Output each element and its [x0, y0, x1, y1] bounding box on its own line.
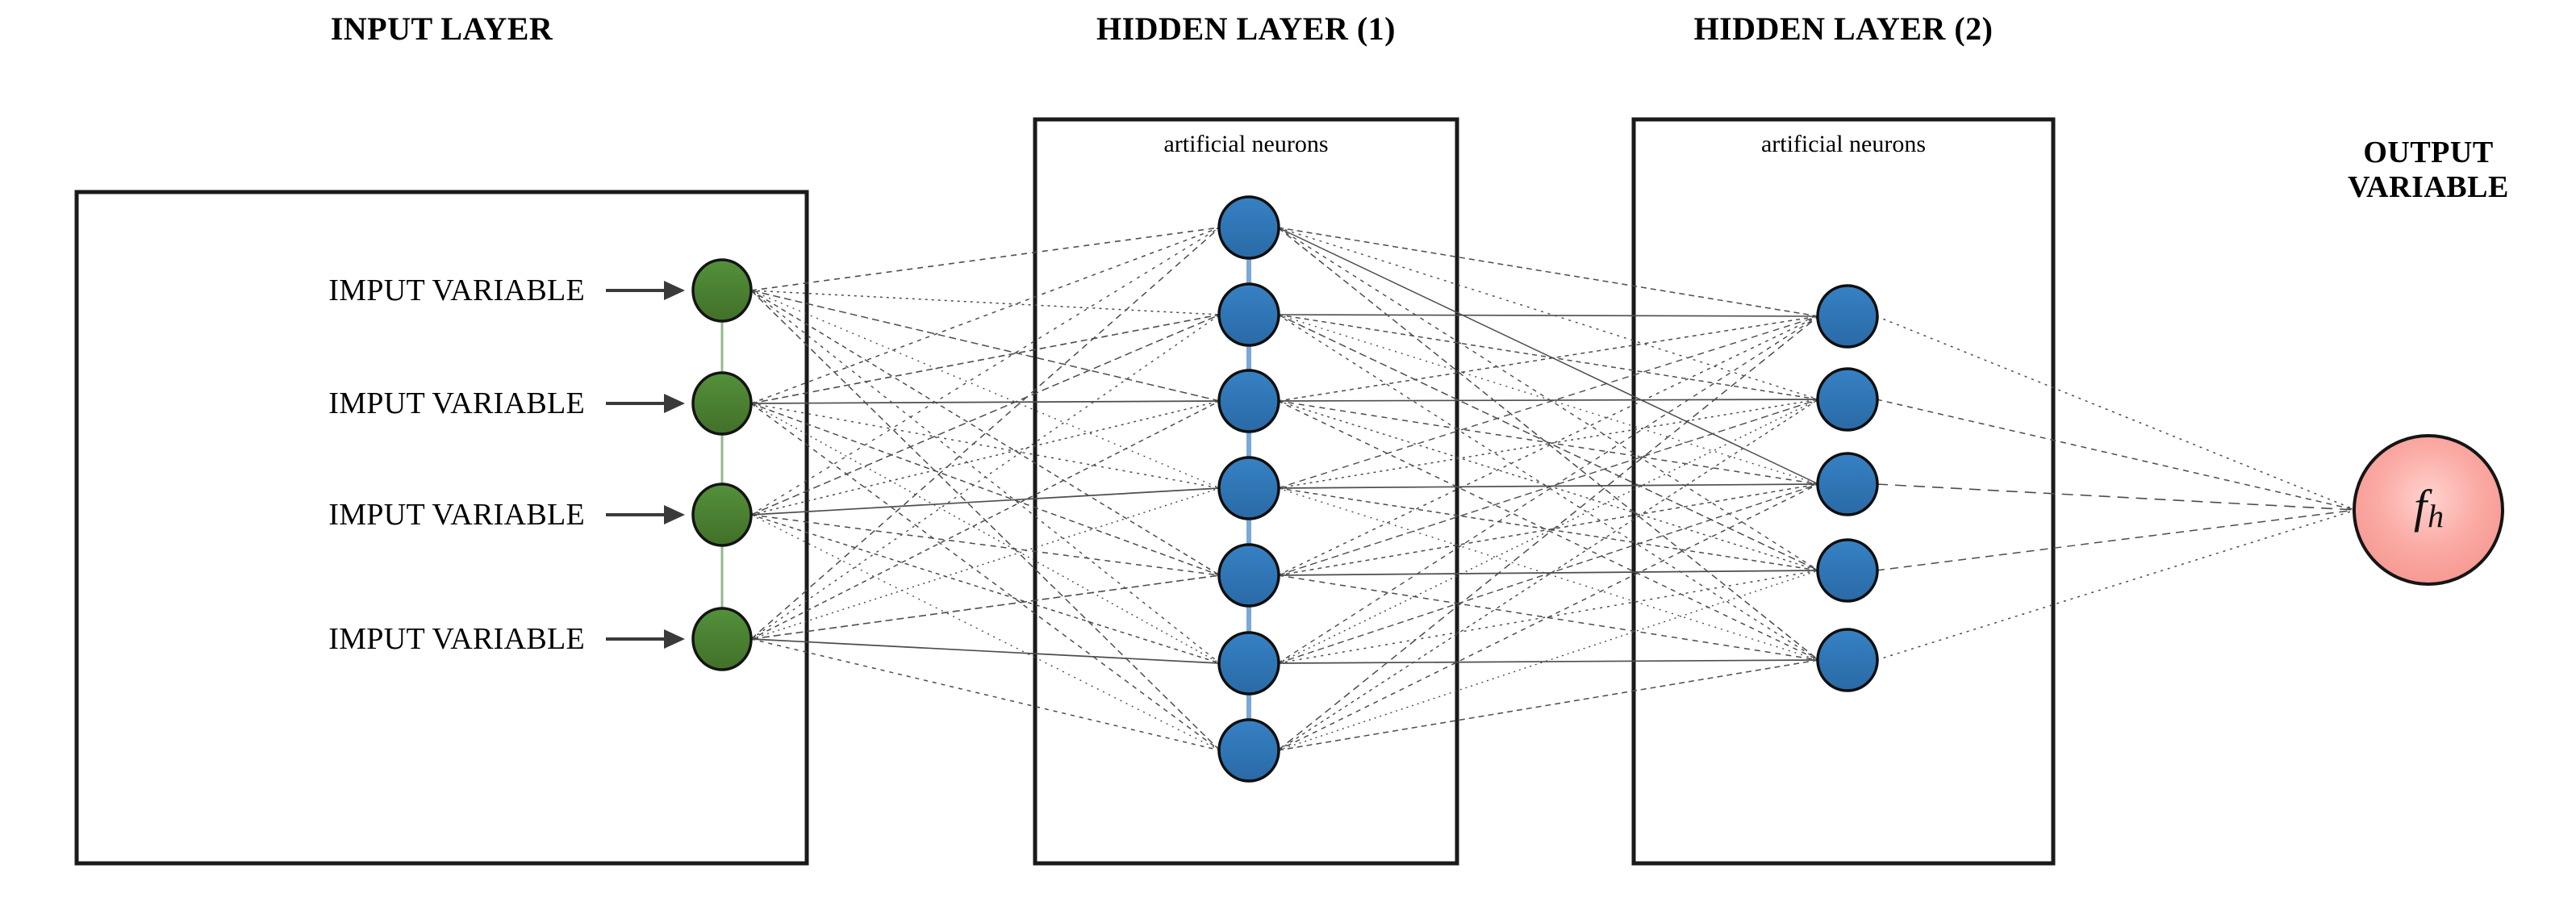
hidden-layer-1-nodes	[1217, 195, 1280, 783]
hidden1-node[interactable]	[1217, 631, 1280, 696]
input-variable-row: IMPUT VARIABLE	[77, 615, 690, 663]
right-arrow-icon	[606, 627, 690, 651]
hidden2-node[interactable]	[1816, 628, 1879, 692]
hidden-layer-2-caption: artificial neurons	[1760, 131, 1927, 157]
hidden2-node[interactable]	[1816, 367, 1879, 432]
input-node[interactable]	[691, 607, 753, 671]
input-node[interactable]	[691, 482, 753, 547]
output-node[interactable]	[2353, 434, 2504, 586]
hidden-layer-1-title: HIDDEN LAYER (1)	[1096, 10, 1396, 47]
hidden1-node[interactable]	[1217, 195, 1280, 260]
input-variable-label: IMPUT VARIABLE	[328, 386, 585, 420]
output-title-line-2: VARIABLE	[2348, 169, 2509, 204]
edges-hidden1-to-hidden2	[1277, 227, 1819, 751]
hidden-layer-2-nodes	[1816, 284, 1879, 692]
input-variable-label: IMPUT VARIABLE	[328, 498, 585, 532]
hidden-layer-2-title: HIDDEN LAYER (2)	[1693, 10, 1994, 47]
output-title-line-1: OUTPUT	[2363, 136, 2494, 169]
input-variable-row: IMPUT VARIABLE	[77, 266, 690, 315]
right-arrow-icon	[606, 391, 690, 416]
input-layer-box	[74, 190, 809, 866]
input-variable-label: IMPUT VARIABLE	[328, 274, 585, 307]
hidden1-node[interactable]	[1217, 456, 1280, 520]
hidden2-node[interactable]	[1816, 452, 1879, 516]
hidden1-node[interactable]	[1217, 718, 1280, 783]
hidden2-node[interactable]	[1816, 538, 1879, 603]
edges-input-to-hidden1	[750, 227, 1221, 751]
hidden1-node[interactable]	[1217, 282, 1280, 347]
input-node[interactable]	[691, 258, 753, 323]
hidden1-node[interactable]	[1217, 369, 1280, 433]
input-layer-title: INPUT LAYER	[330, 10, 553, 47]
input-variable-row: IMPUT VARIABLE	[77, 379, 690, 428]
hidden-layer-1-box	[1033, 117, 1459, 866]
output-layer-title: OUTPUT VARIABLE	[2251, 136, 2576, 204]
right-arrow-icon	[606, 503, 690, 527]
hidden-layer-1-caption: artificial neurons	[1163, 131, 1329, 157]
hidden1-node[interactable]	[1217, 543, 1280, 608]
edges-hidden2-to-output	[1876, 315, 2357, 661]
input-variable-row: IMPUT VARIABLE	[77, 491, 690, 539]
right-arrow-icon	[606, 278, 690, 303]
hidden-layer-2-box	[1631, 117, 2056, 866]
input-node[interactable]	[691, 371, 753, 436]
input-variable-label: IMPUT VARIABLE	[328, 622, 585, 656]
hidden2-node[interactable]	[1816, 284, 1879, 349]
input-layer-nodes	[691, 258, 753, 671]
